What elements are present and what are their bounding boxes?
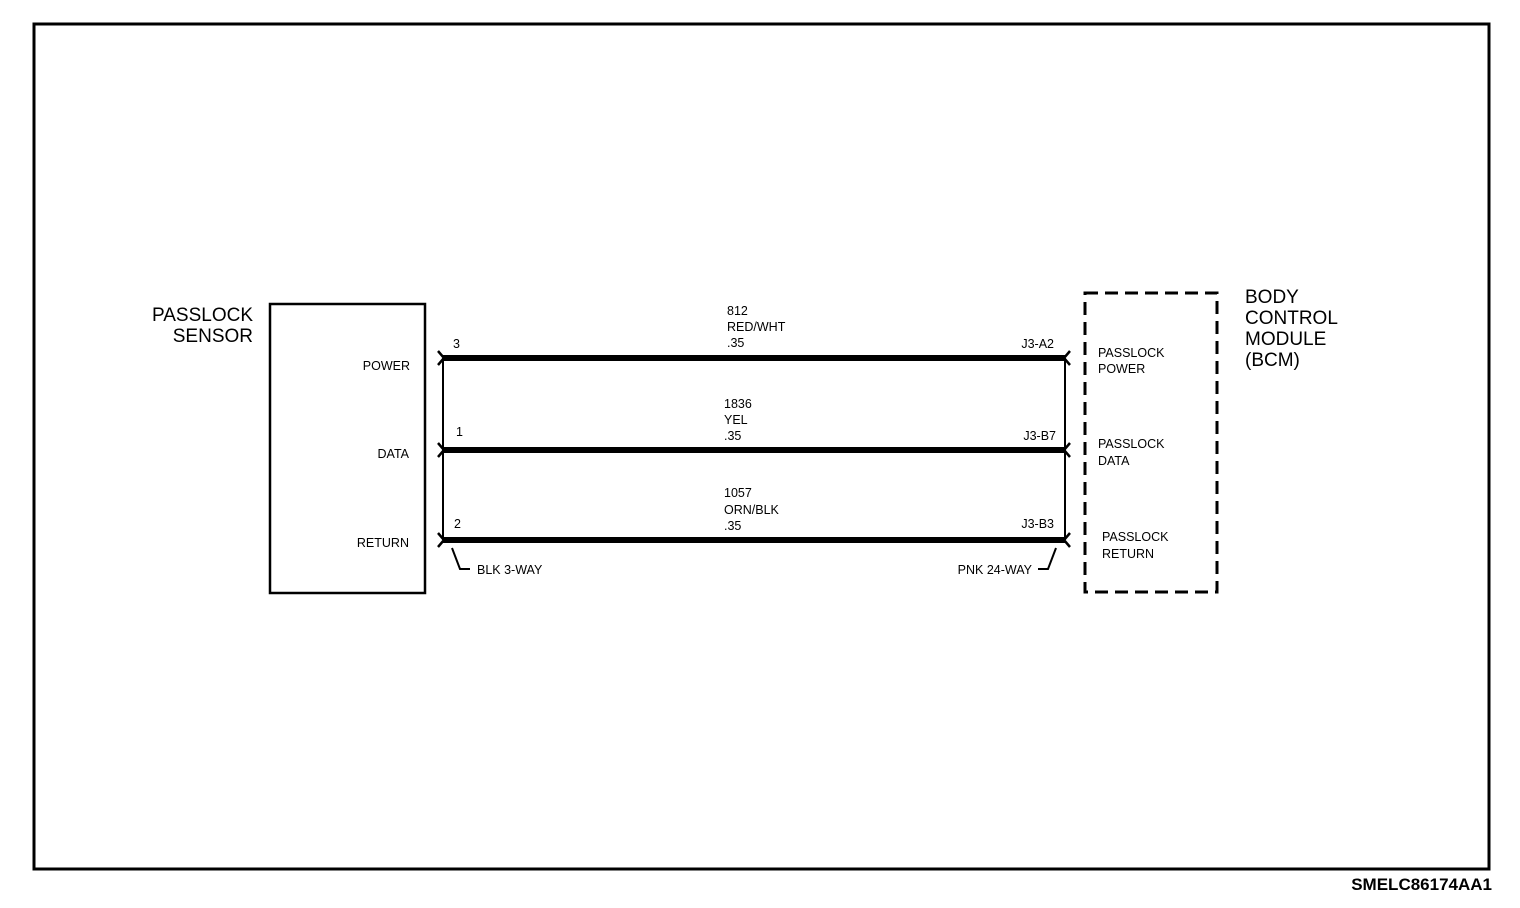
bcm-pin-data-line2: DATA [1098,454,1130,468]
sensor-pin-power-label: POWER [363,359,410,373]
wire-data-color: YEL [724,413,748,427]
passlock-sensor-box [268,302,427,595]
terminal-mark-sensor-data [437,442,446,458]
bcm-pin-power-line1: PASSLOCK [1098,346,1165,360]
diagram-frame [32,22,1491,871]
bcm-terminal-data: J3-B7 [1023,429,1056,443]
sensor-pin-number-data: 1 [456,425,463,439]
sensor-title-line1: PASSLOCK [152,305,253,326]
wire-return-gauge: .35 [724,519,741,533]
bcm-title-line4: (BCM) [1245,350,1300,371]
terminal-mark-sensor-power [437,350,446,366]
sensor-pin-data-label: DATA [378,447,410,461]
sensor-connector-leader [451,547,470,570]
bcm-title-line2: CONTROL [1245,308,1338,329]
terminal-mark-bcm-return [1062,532,1071,548]
bcm-box [1083,291,1219,594]
wire-data-gauge: .35 [724,429,741,443]
sensor-pin-number-return: 2 [454,517,461,531]
wire-return-color: ORN/BLK [724,503,780,517]
bcm-terminal-return: J3-B3 [1021,517,1054,531]
bcm-pin-power-line2: POWER [1098,362,1145,376]
wire-power-circuit: 812 [727,304,748,318]
wire-power-gauge: .35 [727,336,744,350]
terminal-mark-bcm-data [1062,442,1071,458]
bcm-connector-leader [1038,547,1057,570]
bcm-pin-data-line1: PASSLOCK [1098,437,1165,451]
bcm-pin-return-line1: PASSLOCK [1102,530,1169,544]
bcm-terminal-power: J3-A2 [1021,337,1054,351]
sensor-pin-number-power: 3 [453,337,460,351]
wire-return-circuit: 1057 [724,486,752,500]
bcm-pin-return-line2: RETURN [1102,547,1154,561]
wire-power-color: RED/WHT [727,320,786,334]
figure-id: SMELC86174AA1 [1351,875,1492,894]
bcm-title-line3: MODULE [1245,329,1326,350]
terminal-mark-sensor-return [437,532,446,548]
bcm-title-line1: BODY [1245,287,1299,308]
terminal-mark-bcm-power [1062,350,1071,366]
bcm-connector-label: PNK 24-WAY [958,563,1033,577]
sensor-connector-label: BLK 3-WAY [477,563,543,577]
wire-data-circuit: 1836 [724,397,752,411]
sensor-title-line2: SENSOR [173,326,253,347]
sensor-pin-return-label: RETURN [357,536,409,550]
